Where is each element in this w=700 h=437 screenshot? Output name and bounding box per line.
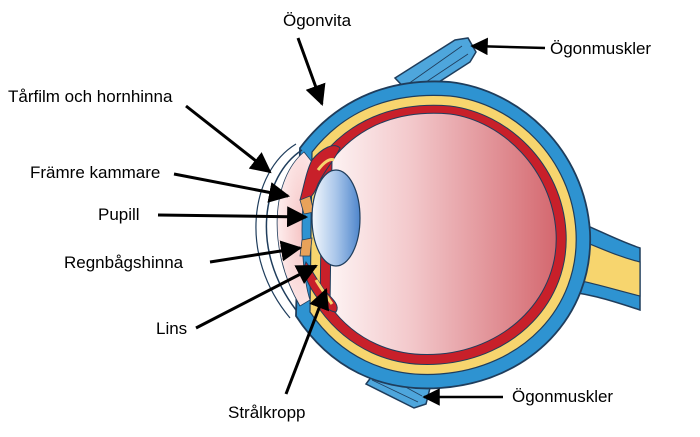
arrow-anterior-chamber (173, 172, 291, 203)
tear-film (255, 143, 297, 319)
arrow-sclera (296, 37, 326, 106)
label-anterior-chamber: Främre kammare (30, 163, 160, 182)
arrow-iris (209, 240, 303, 264)
label-iris: Regnbågshinna (64, 253, 184, 272)
vitreous-body (329, 112, 557, 356)
label-eye-muscles-top: Ögonmuskler (550, 39, 651, 58)
arrow-lens (195, 264, 318, 330)
arrow-eye-muscles-top (470, 37, 546, 56)
lens-shape (311, 169, 361, 267)
iris-bottom (299, 237, 313, 257)
arrow-pupil (157, 206, 309, 228)
label-eye-muscles-bottom: Ögonmuskler (512, 387, 613, 406)
arrow-tear-film (185, 104, 272, 174)
label-lens: Lins (156, 319, 187, 338)
label-pupil: Pupill (98, 205, 140, 224)
arrow-ciliary-body (284, 288, 330, 395)
label-ciliary-body: Strålkropp (228, 403, 305, 422)
label-tear-film-cornea: Tårfilm och hornhinna (8, 87, 173, 106)
label-sclera: Ögonvita (283, 11, 352, 30)
